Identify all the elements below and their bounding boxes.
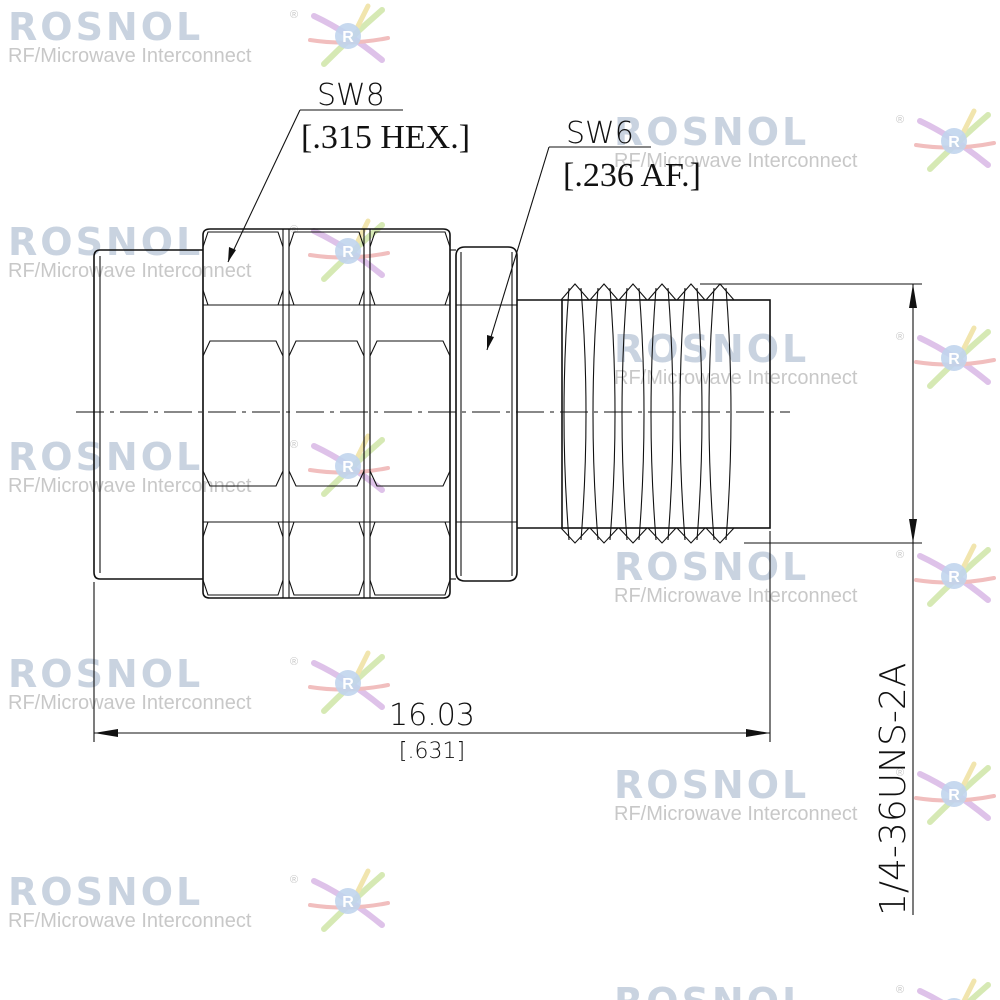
rosnol-watermark: ROSNOL ® RF/Microwave Interconnect R <box>614 761 996 825</box>
watermark-tagline: RF/Microwave Interconnect <box>614 803 858 825</box>
watermark-registered: ® <box>290 874 298 886</box>
watermark-brand: ROSNOL <box>614 545 809 589</box>
watermark-registered: ® <box>290 656 298 668</box>
rosnol-emblem-icon: R <box>308 868 390 932</box>
rosnol-emblem-icon: R <box>914 108 996 172</box>
watermark-tagline: RF/Microwave Interconnect <box>8 692 252 714</box>
rosnol-watermark: ROSNOL ® RF/Microwave Interconnect R <box>8 868 390 932</box>
rosnol-emblem-icon: R <box>914 325 996 389</box>
sw6-value: [.236 AF.] <box>563 157 701 194</box>
hex-nut <box>202 228 451 599</box>
thread-crest <box>705 283 735 544</box>
watermark-tagline: RF/Microwave Interconnect <box>614 150 858 172</box>
watermark-registered: ® <box>896 767 904 779</box>
emblem-letter: R <box>342 29 354 46</box>
watermark-tagline: RF/Microwave Interconnect <box>8 475 252 497</box>
emblem-letter: R <box>948 134 960 151</box>
rosnol-emblem-icon: R <box>914 543 996 607</box>
watermark-registered: ® <box>290 9 298 21</box>
watermark-tagline: RF/Microwave Interconnect <box>614 585 858 607</box>
rosnol-emblem-icon: R <box>308 433 390 497</box>
rosnol-emblem-icon: R <box>308 3 390 67</box>
watermark-brand: ROSNOL <box>8 220 203 264</box>
watermark-brand: ROSNOL <box>614 763 809 807</box>
thread-crest <box>589 283 619 544</box>
length-mm: 16.03 <box>389 698 475 733</box>
rosnol-watermark: ROSNOL ® RF/Microwave Interconnect R <box>8 650 390 714</box>
emblem-letter: R <box>342 676 354 693</box>
rosnol-emblem-icon: R <box>308 218 390 282</box>
emblem-letter: R <box>342 459 354 476</box>
watermark-registered: ® <box>896 549 904 561</box>
thread-spec: 1/4-36UNS-2A <box>873 663 914 916</box>
watermark-brand: ROSNOL <box>8 870 203 914</box>
rosnol-emblem-icon: R <box>914 761 996 825</box>
watermark-registered: ® <box>896 114 904 126</box>
thread-crest <box>560 283 590 544</box>
rosnol-emblem-icon: R <box>917 978 991 1000</box>
emblem-letter: R <box>342 894 354 911</box>
sw8-value: [.315 HEX.] <box>301 119 470 156</box>
emblem-letter: R <box>948 787 960 804</box>
watermark-layer: ROSNOL®RF/Microwave InterconnectRROSNOL®… <box>8 3 996 1000</box>
thread-dimension: 1/4-36UNS-2A <box>700 283 922 916</box>
watermark-tagline: RF/Microwave Interconnect <box>8 45 252 67</box>
watermark-brand: ROSNOL <box>614 980 809 1000</box>
watermark-tagline: RF/Microwave Interconnect <box>8 910 252 932</box>
sw8-callout: SW8 [.315 HEX.] <box>227 78 470 263</box>
rosnol-watermark: ROSNOL ® RF/Microwave Interconnect R <box>614 543 996 607</box>
watermark-tagline: RF/Microwave Interconnect <box>614 367 858 389</box>
watermark-brand: ROSNOL <box>8 435 203 479</box>
emblem-letter: R <box>342 244 354 261</box>
threaded-section <box>560 283 771 544</box>
thread-crest <box>618 283 648 544</box>
watermark-registered: ® <box>290 439 298 451</box>
flange <box>455 246 518 582</box>
length-dimension: 16.03 [.631] <box>93 531 771 764</box>
thread-crest <box>647 283 677 544</box>
sw8-label: SW8 <box>317 78 385 113</box>
connector-body <box>76 228 790 599</box>
emblem-letter: R <box>948 569 960 586</box>
rosnol-watermark: ROSNOL ® RF/Microwave Interconnect R <box>8 3 390 67</box>
thread-crest <box>676 283 706 544</box>
watermark-brand: ROSNOL <box>8 652 203 696</box>
watermark-registered: ® <box>896 984 904 996</box>
length-in: [.631] <box>399 739 465 764</box>
sw6-callout: SW6 [.236 AF.] <box>486 116 701 351</box>
watermark-registered: ® <box>896 331 904 343</box>
watermark-tagline: RF/Microwave Interconnect <box>8 260 252 282</box>
rosnol-watermark: ROSNOL ® RF/Microwave Interconnect R <box>8 218 390 282</box>
sw6-label: SW6 <box>566 116 634 151</box>
watermark-registered: ® <box>290 224 298 236</box>
rosnol-watermark: ROSNOL ® RF/Microwave Interconnect R <box>8 433 390 497</box>
emblem-letter: R <box>948 351 960 368</box>
rosnol-emblem-icon: R <box>308 650 390 714</box>
watermark-brand: ROSNOL <box>8 5 203 49</box>
